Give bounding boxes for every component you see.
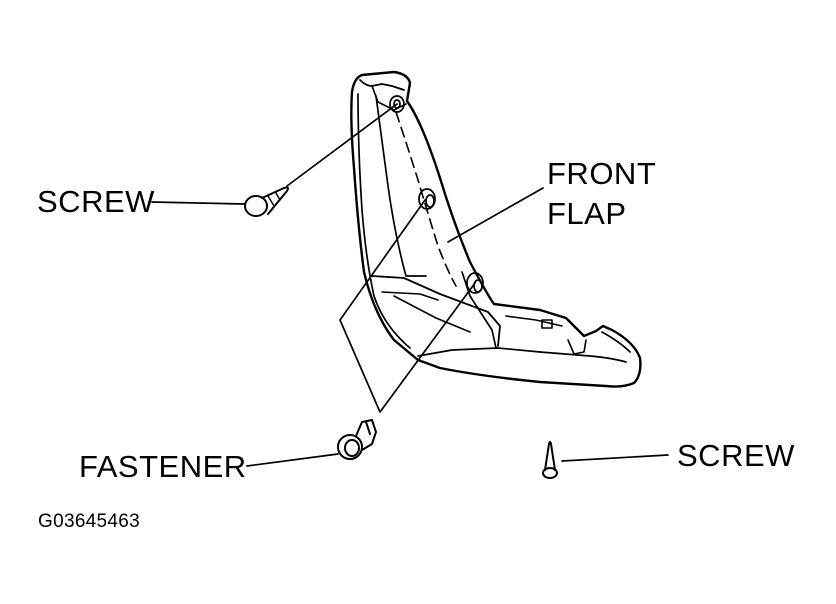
flap-lower-contour-2 bbox=[382, 292, 470, 332]
flap-bottom-inner bbox=[418, 348, 626, 362]
screw-left-thread bbox=[268, 193, 280, 206]
screw-left-shank bbox=[262, 187, 288, 214]
flap-bottom-step bbox=[568, 340, 586, 354]
flap-inner-rib bbox=[376, 96, 426, 276]
leader-screw-right-label bbox=[562, 455, 668, 461]
leader-fastener-label bbox=[247, 454, 338, 466]
leader-screw-left-label bbox=[152, 202, 244, 204]
flap-right-ledge bbox=[506, 316, 630, 352]
flap-left-edge bbox=[358, 94, 410, 348]
flap-tab bbox=[542, 320, 552, 328]
lower-fastener-hole bbox=[467, 273, 483, 293]
upper-screw-hole bbox=[390, 96, 404, 112]
fastener-part bbox=[338, 420, 376, 459]
flap-top-rim bbox=[360, 80, 404, 90]
fastener-label: FASTENER bbox=[79, 449, 247, 484]
fastener-prongs bbox=[356, 420, 376, 450]
flap-label: FLAP bbox=[547, 196, 627, 231]
leader-screw-left-to-hole bbox=[287, 104, 397, 186]
flap-lower-contour bbox=[372, 276, 500, 346]
middle-fastener-hole-inner bbox=[426, 195, 434, 207]
screw-left-head bbox=[245, 196, 267, 216]
front-label: FRONT bbox=[547, 156, 657, 191]
screw-left-part bbox=[245, 187, 288, 216]
fastener-head bbox=[338, 435, 362, 459]
screw-right-head bbox=[543, 468, 557, 478]
flap-holes bbox=[390, 96, 483, 293]
leader-lines bbox=[152, 104, 668, 466]
flap-outline bbox=[351, 72, 640, 387]
leader-front-flap bbox=[448, 188, 543, 242]
leader-fastener-to-holes bbox=[340, 200, 475, 412]
middle-fastener-hole bbox=[419, 189, 435, 209]
screw-right-part bbox=[543, 442, 557, 478]
upper-screw-hole-inner bbox=[394, 100, 400, 108]
screw-label-left: SCREW bbox=[37, 184, 155, 219]
screw-label-right: SCREW bbox=[677, 438, 795, 473]
lower-fastener-hole-inner bbox=[474, 280, 482, 292]
fastener-head-rim bbox=[345, 440, 359, 456]
screw-right-shank bbox=[545, 442, 555, 470]
figure-code: G03645463 bbox=[38, 511, 141, 532]
